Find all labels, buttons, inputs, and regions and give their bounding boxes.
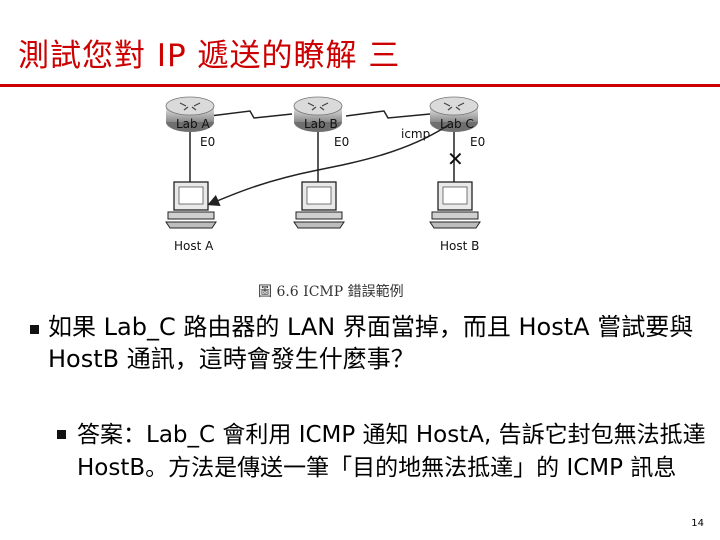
host-a-computer-icon <box>166 182 216 228</box>
host-b-computer-icon <box>430 182 480 228</box>
router-label-a: Lab A <box>176 117 210 131</box>
main-bullet-text: 如果 Lab_C 路由器的 LAN 界面當掉，而且 HostA 嘗試要與 Hos… <box>48 311 708 375</box>
interface-label-b: E0 <box>334 135 349 149</box>
interface-label-c: E0 <box>470 135 485 149</box>
interface-label-a: E0 <box>200 135 215 149</box>
network-diagram: Lab A Lab B Lab C E0 E0 E0 ✕ icmp <box>158 92 498 292</box>
serial-link-ab <box>210 111 292 118</box>
router-label-b: Lab B <box>304 117 338 131</box>
host-b-label: Host B <box>440 239 479 253</box>
middle-computer-icon <box>294 182 344 228</box>
sub-bullet-square-icon <box>57 430 66 439</box>
router-label-c: Lab C <box>440 117 474 131</box>
slide-title: 測試您對 IP 遞送的瞭解 三 <box>18 30 400 75</box>
title-divider <box>0 84 720 87</box>
page-number: 14 <box>691 518 704 529</box>
sub-bullet-text: 答案：Lab_C 會利用 ICMP 通知 HostA, 告訴它封包無法抵達 Ho… <box>77 419 707 485</box>
figure-caption: 圖 6.6 ICMP 錯誤範例 <box>258 281 404 301</box>
failure-x-icon: ✕ <box>447 147 464 171</box>
host-a-label: Host A <box>174 239 214 253</box>
serial-link-bc <box>346 111 430 118</box>
icmp-label: icmp <box>401 127 430 141</box>
bullet-square-icon <box>30 325 39 334</box>
